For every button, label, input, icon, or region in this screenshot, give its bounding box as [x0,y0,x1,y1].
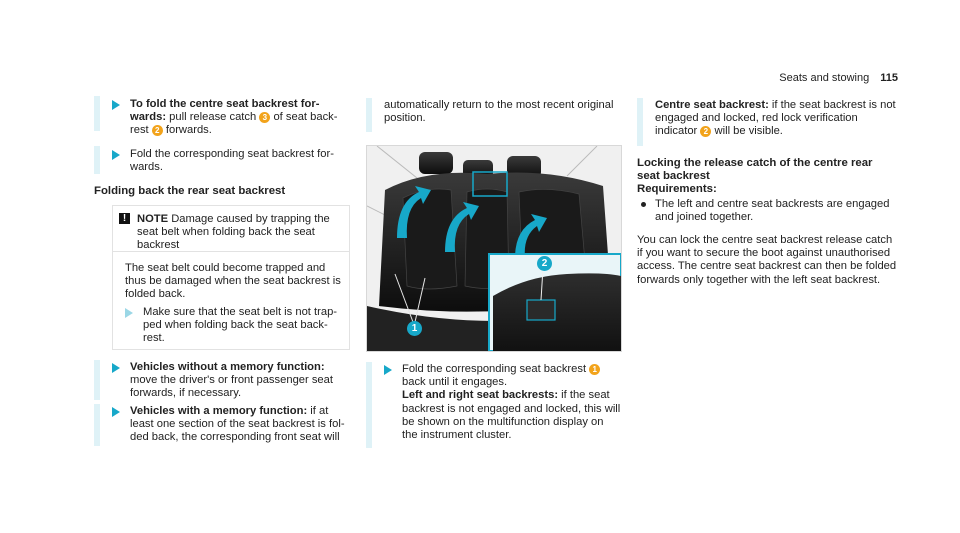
step-arrow-icon [112,100,120,110]
step-arrow-icon [112,150,120,160]
note-body: The seat belt could become trapped and t… [125,262,341,301]
continued-text: automatically return to the most recent … [384,99,614,125]
locking-body: You can lock the centre seat backrest re… [637,234,897,286]
requirement-item: The left and centre seat backrests are e… [641,198,897,224]
figure-callout-1: 1 [407,321,422,336]
step-arrow-icon [125,308,133,318]
step-bold: To fold the centre seat backrest for­war… [130,98,320,124]
note-label: NOTE [137,213,169,225]
bullet-icon [641,202,646,207]
note-title: Damage caused by trapping the seat belt … [137,213,330,252]
locking-heading: Locking the release catch of the centre … [637,157,873,196]
step-arrow-icon [112,363,120,373]
centre-backrest-text: Centre seat backrest: if the seat backre… [655,99,896,138]
callout-2: 2 [151,125,163,137]
page-number: 115 [880,72,898,84]
step-arrow-icon [384,365,392,375]
callout-2: 2 [700,126,712,138]
section-heading: Folding back the rear seat backrest [94,185,286,197]
step-bar [366,98,372,132]
step-bar [94,96,100,131]
step-bar [94,146,100,174]
note-box: ! NOTE Damage caused by trapping the sea… [112,205,350,350]
rear-seat-image [367,146,621,351]
section-title: Seats and stowing [779,72,870,84]
callout-1: 1 [589,364,601,375]
step-bar [94,360,100,400]
step-bar [94,404,100,446]
page-header: Seats and stowing 115 [779,72,898,84]
figure-callout-2: 2 [537,256,552,271]
step-bar [637,98,643,146]
callout-3: 3 [259,112,271,124]
warning-icon: ! [119,213,130,224]
step-bar [366,362,372,448]
step-arrow-icon [112,407,120,417]
seat-illustration: 1 2 [366,145,622,352]
